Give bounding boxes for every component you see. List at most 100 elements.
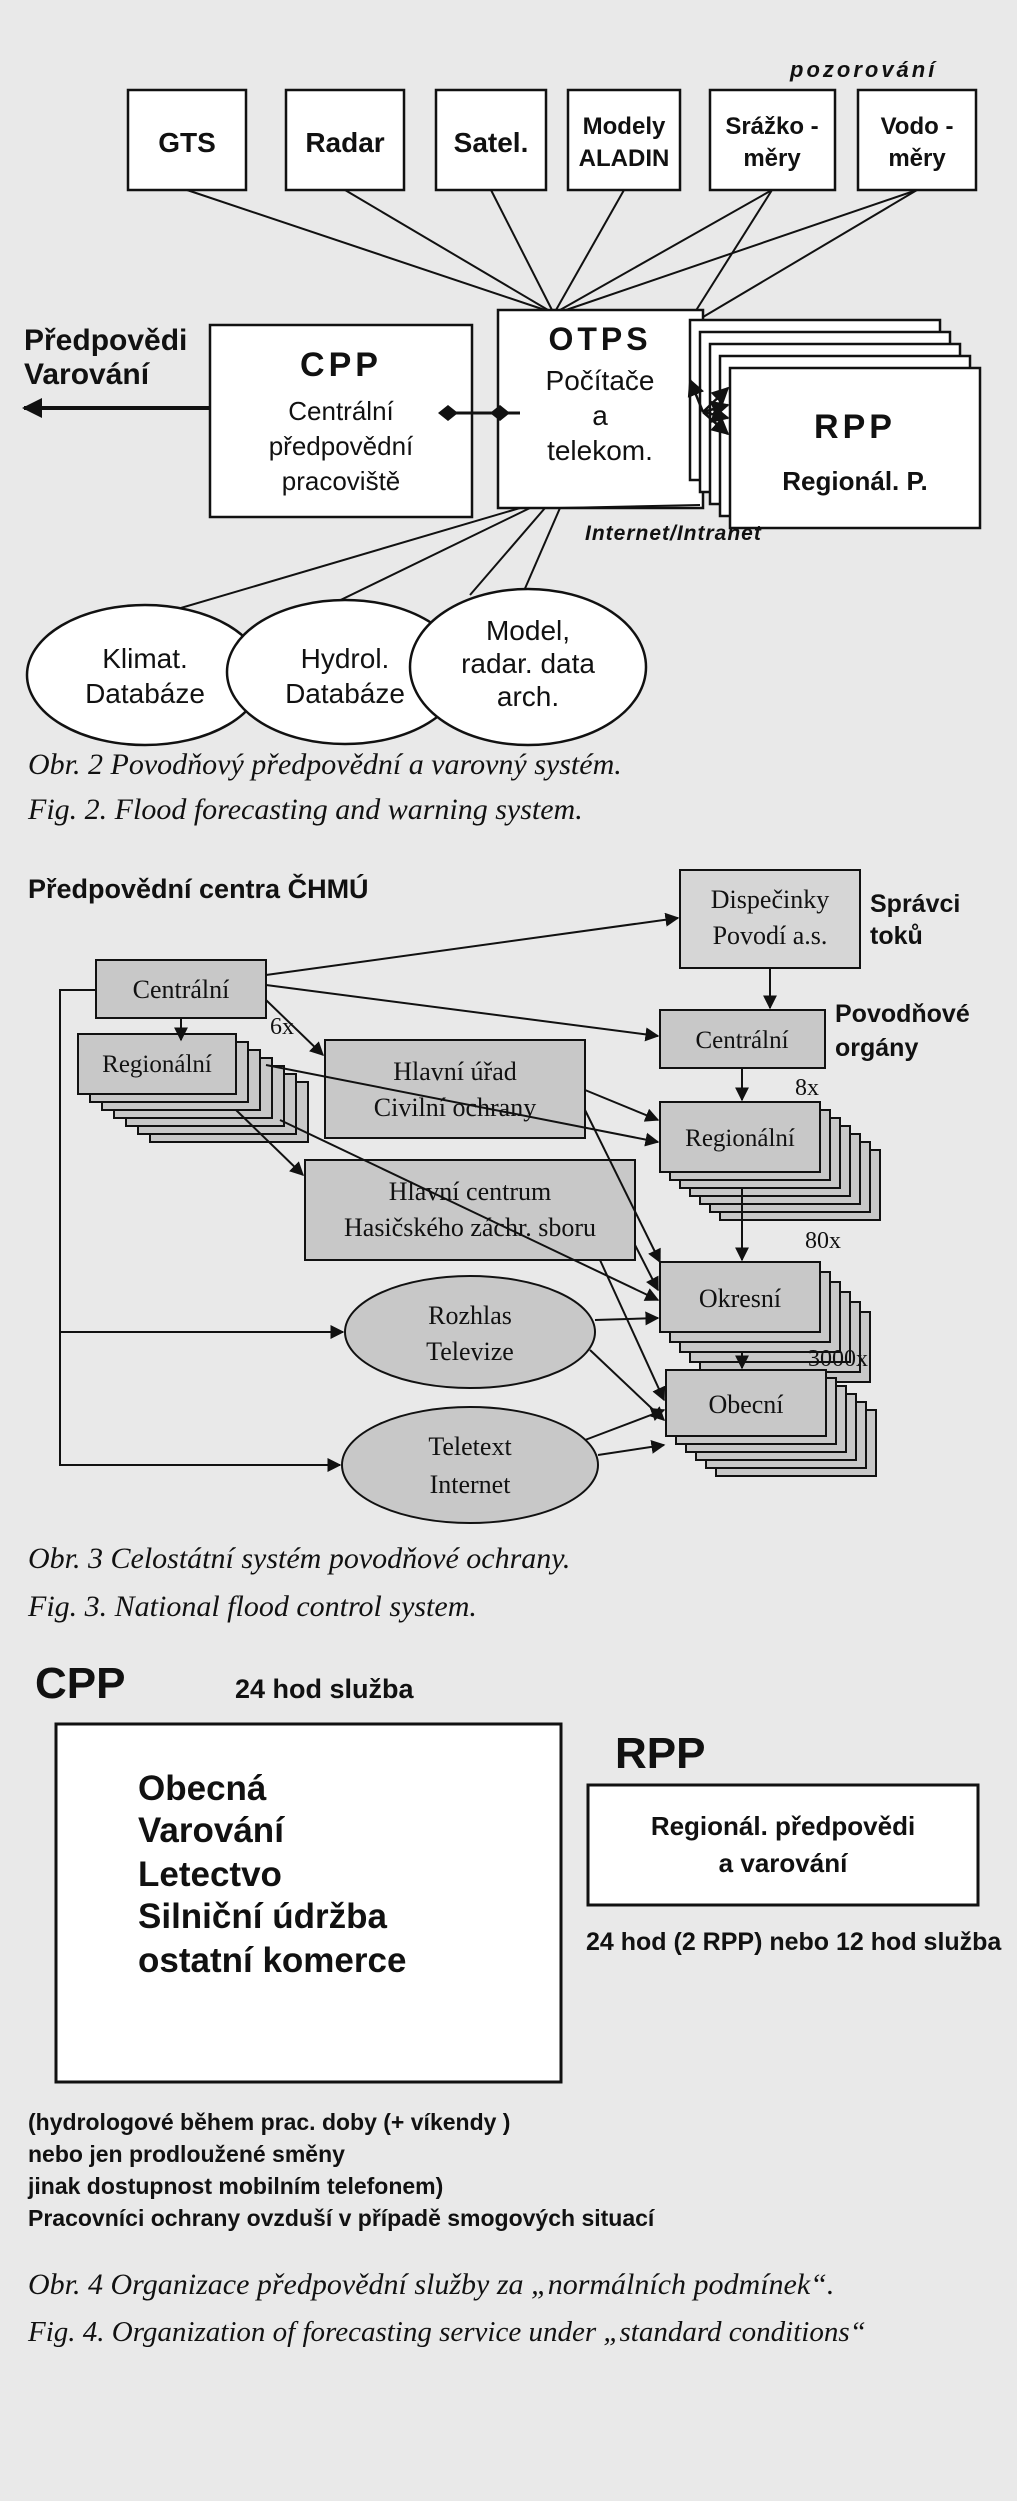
source-box-srazkomery [708,88,837,192]
fig3-fo-regional-count: 8x [795,1075,819,1101]
fig4-note-2: nebo jen prodloužené směny [28,2141,345,2167]
fig3-title: Předpovědní centra ČHMÚ [28,873,369,904]
source-label-vodo-1: Vodo - [881,113,954,140]
source-label-aladin-2: ALADIN [579,145,670,172]
fig4-caption-en: Fig. 4. Organization of forecasting serv… [28,2316,866,2348]
cpp-line-2: předpovědní [269,431,414,461]
fig3-arrows [59,912,777,1472]
source-label-vodo-2: měry [888,145,946,172]
fig3-central-label: Centrální [133,975,230,1004]
fig3-civil-line2: Civilní ochrany [374,1093,536,1122]
fig3-flood-line1: Povodňové [835,1000,970,1028]
fig2-diagram: pozorování GTS Radar Satel. Modely ALADI… [22,57,982,747]
cpp-line-3: pracoviště [282,466,401,496]
source-label-srazko-1: Srážko - [725,113,818,140]
fig3-caption-cz: Obr. 3 Celostátní systém povodňové ochra… [28,1542,571,1575]
db-hydro-line1: Hydrol. [301,643,390,674]
fig3-teletext-ellipse [341,1406,599,1524]
fig3-municipal-label: Obecní [708,1390,783,1419]
fig3-municipal-count: 3000x [808,1346,868,1372]
output-label-forecasts: Předpovědi [24,324,187,357]
rpp-stack [688,318,982,530]
fig4-cpp-title: CPP [35,1659,125,1708]
fig4-caption-cz: Obr. 4 Organizace předpovědní služby za … [28,2268,835,2301]
fig4-cpp-item-1: Obecná [138,1769,267,1808]
source-label-satel: Satel. [454,127,529,158]
fig3-teletext-line2: Internet [430,1470,512,1499]
link-diamond-left [438,405,458,421]
fig3-district-count: 80x [805,1228,841,1254]
fig3-municipal-stack [665,1369,877,1477]
fig3-media-line2: Televize [426,1337,514,1366]
fig3-dispatch-line1: Dispečinky [711,885,829,914]
source-label-gts: GTS [158,127,216,158]
fig3-media-line1: Rozhlas [428,1301,512,1330]
fig3-caption-en: Fig. 3. National flood control system. [28,1590,477,1623]
fig4-rpp-service: 24 hod (2 RPP) nebo 12 hod služba [586,1928,1002,1956]
db-climate-line1: Klimat. [102,643,188,674]
fig3-fire-line1: Hlavní centrum [389,1177,551,1206]
fig3-regional-count: 6x [270,1014,294,1040]
fig3-fo-regional-label: Regionální [685,1125,795,1152]
fig4-rpp-line1: Regionál. předpovědi [651,1811,915,1841]
fig3-managers-line1: Správci [870,890,960,918]
fig4-cpp-item-2: Varování [138,1811,285,1850]
rpp-title: RPP [814,408,896,446]
otps-title: OTPS [548,321,651,357]
output-label-warnings: Varování [24,358,151,391]
db-model-line3: arch. [497,681,559,712]
fig3-media-ellipse [344,1275,596,1389]
cpp-line-1: Centrální [288,396,394,426]
otps-line-2: a [592,400,608,431]
db-model-line1: Model, [486,615,570,646]
rpp-subtitle: Regionál. P. [782,466,927,496]
otps-rpp-arrows [687,378,730,436]
fig4-cpp-item-5: ostatní komerce [138,1941,406,1980]
fig3-managers-line2: toků [870,922,923,950]
source-label-srazko-2: měry [743,145,801,172]
db-links [139,504,701,621]
fig3-civil-box [324,1039,586,1139]
source-label-aladin-1: Modely [583,113,666,140]
network-label: Internet/Intranet [585,522,762,545]
fig4-rpp-box [586,1783,980,1907]
fig3-fo-central-box [659,1009,826,1069]
fig3-dispatch-box [679,869,861,969]
fig3-flood-line2: orgány [835,1034,918,1062]
fig4-rpp-line2: a varování [719,1848,848,1878]
fig3-teletext-line1: Teletext [428,1432,512,1461]
fig3-fire-line2: Hasičského záchr. sboru [344,1213,596,1242]
db-model-radar [408,587,648,747]
source-label-radar: Radar [305,127,384,158]
fig4-cpp-service: 24 hod služba [235,1674,415,1704]
source-box-radar [284,88,406,192]
fig3-regional-label: Regionální [102,1051,212,1078]
db-model-line2: radar. data [461,648,595,679]
source-box-aladin [566,88,682,192]
source-links [186,189,918,321]
db-climate-line2: Databáze [85,678,205,709]
cpp-title: CPP [300,346,382,384]
fig3-dispatch-line2: Povodí a.s. [713,921,828,950]
fig3-diagram: Předpovědní centra ČHMÚ Centrální Region… [28,869,970,1524]
db-hydro-line2: Databáze [285,678,405,709]
fig3-fo-regional-stack [659,1101,881,1221]
source-box-vodomery [856,88,978,192]
rpp-box [728,366,982,530]
fig4-diagram: CPP 24 hod služba Obecná Varování Letect… [27,1659,1002,2231]
fig3-civil-line1: Hlavní úřad [393,1057,516,1086]
cpp-box [208,323,474,519]
fig3-district-label: Okresní [699,1284,781,1313]
fig4-note-3: jinak dostupnost mobilním telefonem) [27,2173,443,2199]
source-box-gts [126,88,248,192]
fig4-cpp-item-3: Letectvo [138,1855,282,1894]
fig3-regional-stack [77,1033,309,1143]
fig2-caption-en: Fig. 2. Flood forecasting and warning sy… [28,793,583,826]
fig4-note-1: (hydrologové během prac. doby (+ víkendy… [28,2109,510,2135]
observations-label: pozorování [789,57,937,82]
otps-line-3: telekom. [547,435,653,466]
fig2-caption-cz: Obr. 2 Povodňový předpovědní a varovný s… [28,748,622,781]
link-diamond-right [490,405,510,421]
otps-box [496,308,705,510]
